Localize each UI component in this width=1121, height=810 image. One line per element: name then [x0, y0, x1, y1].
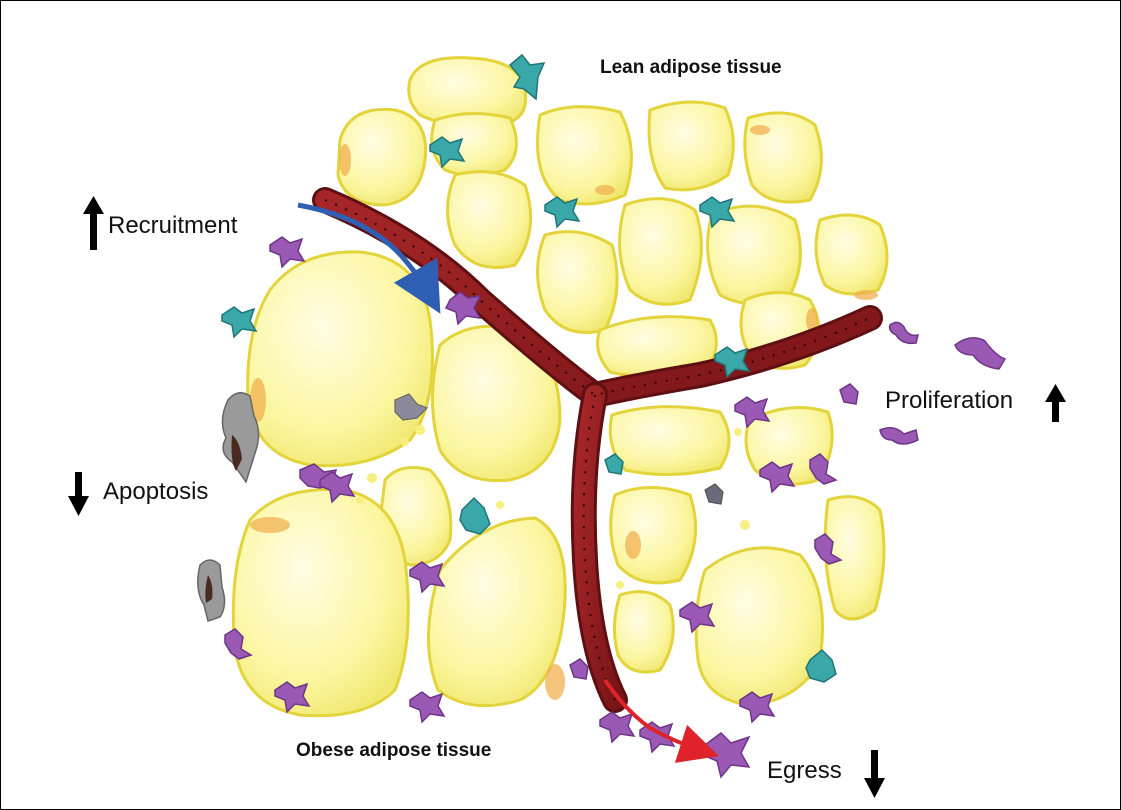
proliferation-label: Proliferation — [885, 387, 1013, 414]
recruitment-up-arrow-icon — [83, 196, 104, 250]
obese-tissue-label: Obese adipose tissue — [296, 740, 491, 761]
macrophage — [410, 692, 444, 722]
adipocyte — [649, 102, 733, 190]
macrophage — [600, 712, 634, 742]
proliferation-up-arrow-icon — [1045, 384, 1066, 422]
macrophage — [760, 462, 794, 492]
macrophage — [222, 307, 256, 337]
adipocyte — [614, 592, 673, 672]
egress-down-arrow-icon — [864, 750, 885, 798]
macrophage — [703, 733, 749, 777]
adipocyte — [248, 252, 433, 466]
egress-label: Egress — [767, 757, 842, 784]
lean-tissue-label: Lean adipose tissue — [600, 57, 782, 78]
apoptosis-down-arrow-icon — [68, 472, 89, 516]
adipocyte — [338, 109, 426, 205]
macrophage — [880, 428, 918, 444]
macrophage — [840, 384, 858, 404]
adipocyte — [816, 215, 887, 294]
adipocyte — [611, 488, 696, 583]
macrophage — [270, 237, 304, 267]
macrophage — [955, 338, 1005, 369]
apoptotic-cell — [705, 484, 723, 504]
macrophage — [545, 197, 579, 227]
macrophage — [890, 322, 918, 343]
recruitment-label: Recruitment — [108, 212, 238, 239]
adipocyte — [610, 407, 729, 475]
adipocyte — [708, 206, 801, 303]
adipocyte — [620, 199, 702, 305]
adipocyte — [538, 232, 618, 333]
apoptosis-label: Apoptosis — [103, 478, 208, 505]
macrophage — [460, 498, 490, 534]
adipocyte — [538, 107, 632, 204]
macrophage — [740, 692, 774, 722]
adipocyte — [428, 518, 565, 706]
macrophage — [570, 659, 588, 679]
adipocyte — [448, 172, 531, 268]
